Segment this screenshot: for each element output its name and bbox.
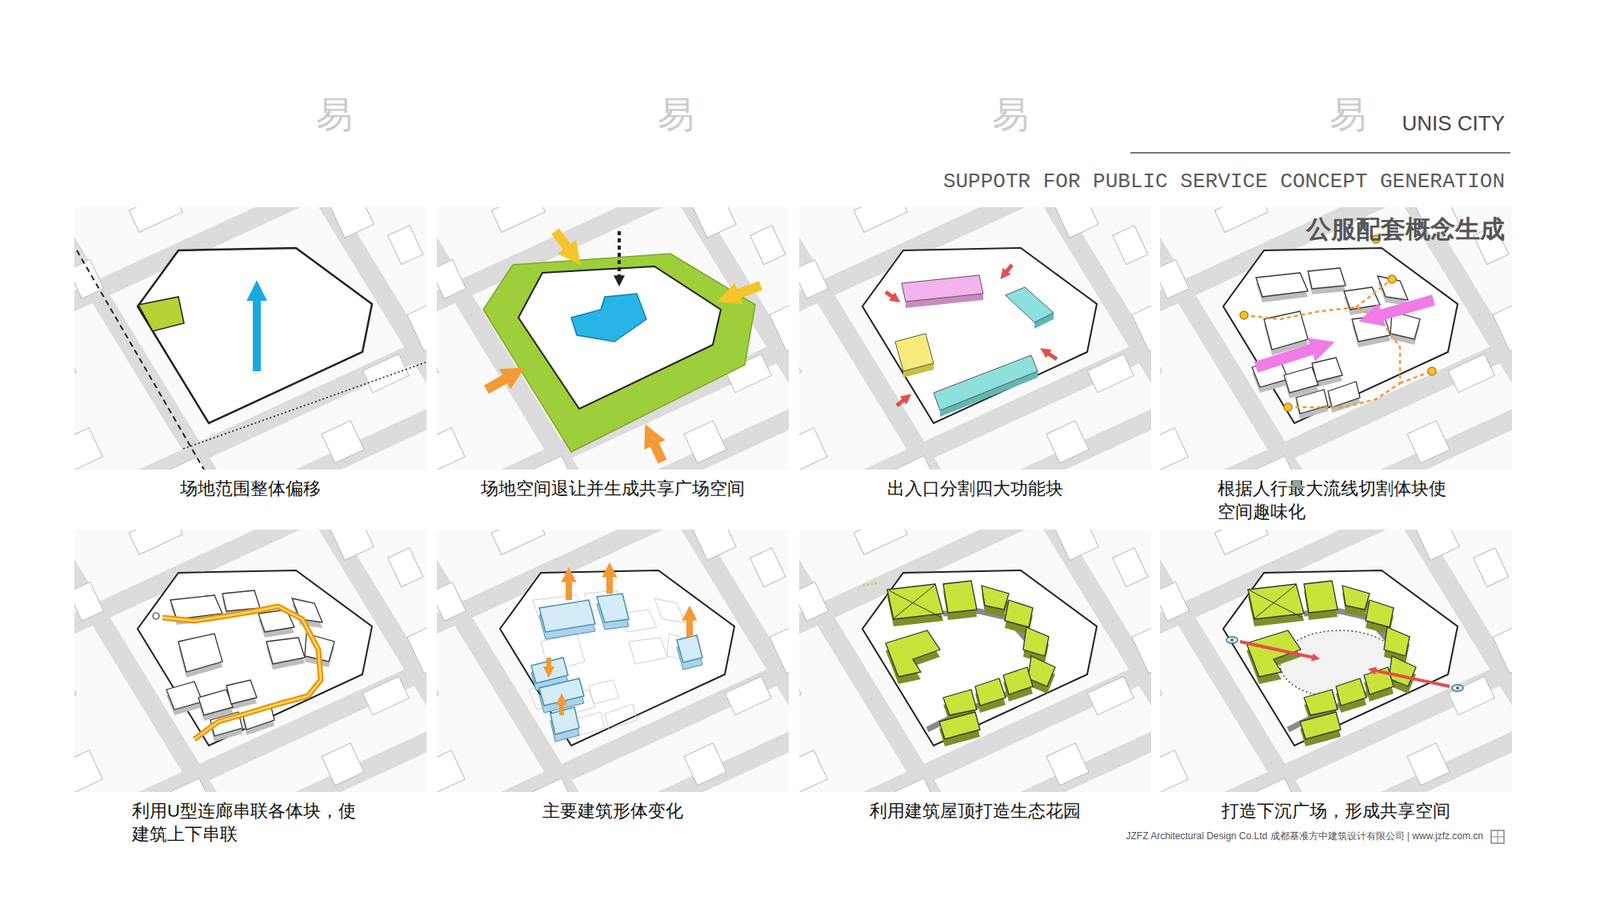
drawing-line xyxy=(1497,830,1499,844)
panel-caption: 场地空间退让并生成共享广场空间 xyxy=(480,477,745,501)
caption-wrap: 场地范围整体偏移 xyxy=(74,207,427,501)
drawing-polygon xyxy=(933,355,1038,411)
drawing-polygon xyxy=(137,570,372,746)
drawing-line xyxy=(652,440,663,462)
concept-panel: 主要建筑形体变化 xyxy=(436,529,789,828)
drawing-line xyxy=(1130,152,1511,154)
concept-panel: 利用U型连廊串联各体块，使 建筑上下串联 xyxy=(74,529,427,852)
drawing-polyline xyxy=(1400,371,1432,384)
drawing-polygon xyxy=(862,570,1097,746)
drawing-line xyxy=(1005,264,1012,273)
concept-panel: 场地空间退让并生成共享广场空间 xyxy=(436,207,789,506)
watermark: 易 xyxy=(992,94,1029,136)
caption-wrap: 场地空间退让并生成共享广场空间 xyxy=(436,207,789,501)
drawing-line xyxy=(1256,348,1316,368)
drawing-line xyxy=(1249,590,1303,618)
drawing-line xyxy=(863,582,880,586)
drawing-line xyxy=(565,579,572,600)
drawing-polygon xyxy=(571,293,647,342)
drawing-use xyxy=(1246,580,1416,740)
watermark: 易 xyxy=(1329,94,1367,136)
drawing-polygon xyxy=(137,248,372,424)
drawing-circle xyxy=(1230,638,1234,642)
drawing-polyline xyxy=(1356,279,1392,308)
drawing-polygon xyxy=(138,296,184,332)
panel-caption: 主要建筑形体变化 xyxy=(542,800,684,824)
concept-panel: 打造下沉广场，形成共享空间 xyxy=(1160,529,1512,828)
drawing-line xyxy=(1377,300,1434,316)
drawing-line xyxy=(888,590,942,618)
caption-wrap: 利用U型连廊串联各体块，使 建筑上下串联 xyxy=(74,529,427,846)
watermark: 易 xyxy=(316,94,353,136)
concept-panel: 利用建筑屋顶打造生态花园 xyxy=(799,529,1152,828)
drawing-rect xyxy=(1491,830,1504,844)
concept-panel: 根据人行最大流线切割体块使 空间趣味化 xyxy=(1160,207,1512,529)
drawing-polyline xyxy=(162,606,321,740)
drawing-line xyxy=(617,231,621,278)
panel-caption: 利用建筑屋顶打造生态花园 xyxy=(869,800,1081,824)
drawing-line xyxy=(734,285,761,296)
drawing-polygon xyxy=(483,253,756,452)
drawing-circle xyxy=(1284,403,1292,412)
drawing-line xyxy=(1254,584,1296,619)
panel-caption: 打造下沉广场，形成共享空间 xyxy=(1221,800,1451,824)
drawing-line xyxy=(486,376,509,390)
drawing-polygon xyxy=(1223,248,1458,424)
drawing-ellipse xyxy=(1226,636,1238,644)
drawing-circle xyxy=(1456,686,1460,690)
project-name: UNIS CITY xyxy=(1401,112,1505,136)
drawing-polygon xyxy=(862,248,1097,424)
drawing-use xyxy=(531,593,703,735)
drawing-line xyxy=(555,231,570,251)
drawing-circle xyxy=(1428,367,1436,376)
drawing-polygon xyxy=(1223,570,1458,746)
drawing-line xyxy=(686,617,693,637)
drawing-polygon xyxy=(500,570,735,746)
drawing-line xyxy=(559,702,564,716)
drawing-polygon xyxy=(895,333,934,372)
sheet-title: 公服配套概念生成 xyxy=(1306,212,1505,247)
drawing-circle xyxy=(152,612,160,620)
english-subtitle: SUPPOTR FOR PUBLIC SERVICE CONCEPT GENER… xyxy=(943,170,1505,194)
caption-wrap: 主要建筑形体变化 xyxy=(436,529,789,824)
drawing-polyline xyxy=(1244,307,1400,408)
watermark: 易 xyxy=(657,94,695,136)
drawing-polygon xyxy=(901,275,984,302)
drawing-polyline xyxy=(162,606,321,740)
drawing-line xyxy=(893,584,936,619)
drawing-line xyxy=(1374,670,1450,687)
drawing-line xyxy=(252,296,261,372)
caption-wrap: 利用建筑屋顶打造生态花园 xyxy=(799,529,1152,824)
panel-caption: 出入口分割四大功能块 xyxy=(887,477,1064,501)
drawing-line xyxy=(896,399,905,406)
drawing-circle xyxy=(1388,275,1396,284)
drawing-line xyxy=(606,574,613,594)
drawing-polygon xyxy=(1005,287,1054,323)
panel-caption: 利用U型连廊串联各体块，使 建筑上下串联 xyxy=(132,800,369,846)
drawing-circle xyxy=(1240,311,1248,320)
drawing-use xyxy=(885,580,1056,740)
concept-panel: 出入口分割四大功能块 xyxy=(799,207,1152,506)
panel-caption: 场地范围整体偏移 xyxy=(180,477,321,501)
concept-panel: 场地范围整体偏移 xyxy=(74,207,427,506)
drawing-line xyxy=(885,292,894,298)
caption-wrap: 根据人行最大流线切割体块使 空间趣味化 xyxy=(1160,207,1512,524)
panel-caption: 根据人行最大流线切割体块使 空间趣味化 xyxy=(1217,477,1455,524)
drawing-ellipse xyxy=(1452,684,1464,692)
drawing-line xyxy=(1240,641,1314,658)
drawing-polygon xyxy=(518,266,721,409)
caption-wrap: 打造下沉广场，形成共享空间 xyxy=(1160,529,1512,824)
footer-credit: JZFZ Architectural Design Co.Ltd 成都基准方中建… xyxy=(1125,831,1484,842)
caption-wrap: 出入口分割四大功能块 xyxy=(799,207,1152,501)
drawing-line xyxy=(546,657,552,669)
drawing-line xyxy=(1047,352,1057,360)
